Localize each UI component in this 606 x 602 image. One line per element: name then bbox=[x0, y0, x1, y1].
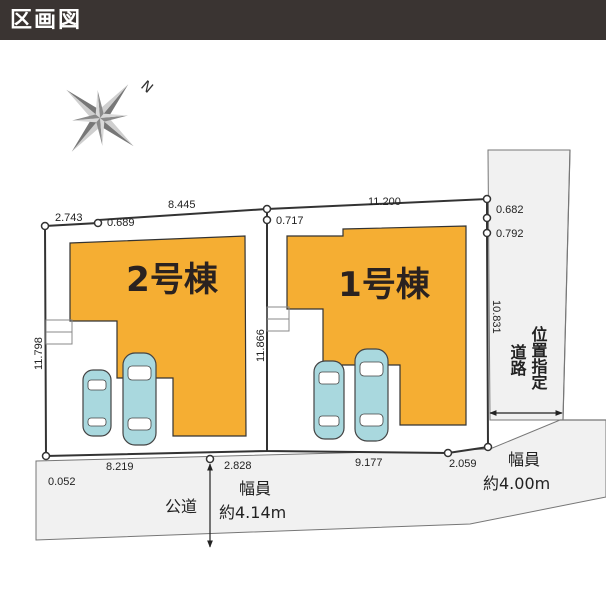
car-icon bbox=[313, 360, 345, 440]
dim-label: 0.792 bbox=[496, 228, 524, 240]
compass-north-label: N bbox=[137, 78, 155, 97]
designated-road-width-value: 約4.00m bbox=[483, 474, 550, 493]
dim-label: 0.682 bbox=[496, 204, 524, 216]
compass-rose-icon bbox=[66, 84, 134, 152]
dim-label: 8.219 bbox=[106, 461, 134, 473]
dim-label: 11.200 bbox=[368, 196, 401, 208]
boundary-markers bbox=[40, 194, 493, 464]
designated-road-width-label: 幅員 bbox=[508, 450, 540, 469]
car-icon bbox=[122, 352, 157, 446]
dim-label: 11.798 bbox=[33, 337, 45, 370]
dim-label: 2.059 bbox=[449, 458, 477, 470]
building-2-label: 2号棟 bbox=[126, 260, 219, 300]
dim-label: 0.052 bbox=[48, 476, 76, 488]
dim-label: 10.831 bbox=[490, 300, 502, 334]
public-road-name: 公道 bbox=[165, 497, 197, 516]
designated-road-name-col2: 道路 bbox=[508, 343, 527, 377]
road-edge-line bbox=[562, 149, 571, 421]
dim-label: 2.828 bbox=[224, 460, 252, 472]
public-road-width-value: 約4.14m bbox=[219, 503, 286, 522]
building-1-label: 1号棟 bbox=[338, 265, 431, 305]
dim-label: 9.177 bbox=[355, 457, 383, 469]
dim-label: 0.689 bbox=[107, 217, 135, 229]
dim-label: 0.717 bbox=[276, 215, 304, 227]
header-bar: 区画図 bbox=[0, 0, 606, 40]
building-1-footprint bbox=[286, 225, 467, 426]
building-2-footprint bbox=[69, 235, 247, 437]
public-road-width-label: 幅員 bbox=[239, 479, 271, 498]
designated-road-name-col1: 位置指定 bbox=[529, 325, 549, 391]
page-title: 区画図 bbox=[10, 7, 83, 33]
car-icon bbox=[82, 369, 112, 437]
car-icon bbox=[354, 348, 389, 442]
dim-label: 8.445 bbox=[168, 199, 196, 211]
dim-label: 11.866 bbox=[255, 329, 267, 362]
dim-label: 2.743 bbox=[55, 212, 83, 224]
